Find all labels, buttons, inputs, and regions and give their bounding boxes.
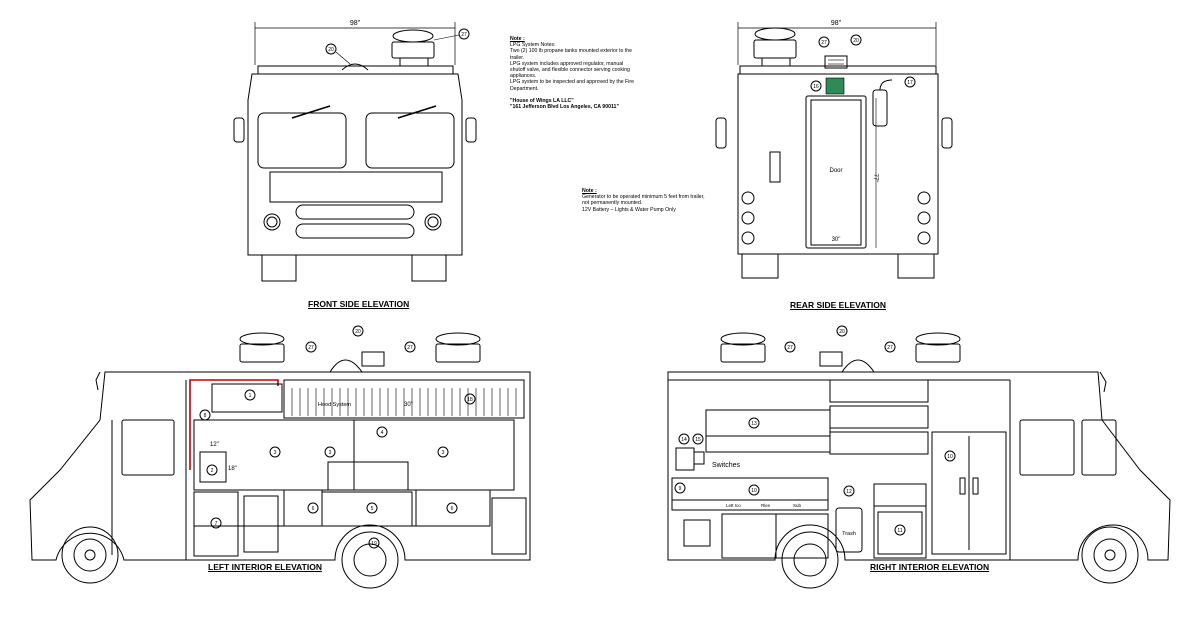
switch-a-label: Lett Ico <box>726 503 741 508</box>
callout: 1 <box>249 393 252 399</box>
callout: 27 <box>407 345 413 351</box>
lpg-note-line: LPG system includes approved regulator, … <box>510 60 624 67</box>
callout: 8 <box>204 413 207 419</box>
callout: 14 <box>681 437 687 443</box>
front-width-dim: 98" <box>350 20 361 27</box>
callout: 17 <box>907 80 913 86</box>
lpg-note-title: Note : <box>510 36 525 42</box>
owner-name: "House of Wings LA LLC" <box>510 97 574 104</box>
callout: 27 <box>887 345 893 351</box>
lpg-note-line: trailer. <box>510 54 525 61</box>
lpg-note-line: appliances. <box>510 73 537 80</box>
callout: 3 <box>329 450 332 456</box>
right-elevation-title: RIGHT INTERIOR ELEVATION <box>870 562 990 572</box>
lpg-note-line: Department. <box>510 85 539 92</box>
callout: 11 <box>897 528 902 534</box>
callout: 13 <box>751 421 757 427</box>
callout: 2 <box>211 468 214 474</box>
callout: 3 <box>274 450 277 456</box>
lpg-note-line: LPG System Notes: <box>510 42 556 49</box>
callout: 10 <box>947 454 953 460</box>
rear-width-dim: 98" <box>831 20 842 27</box>
callout: 20 <box>853 38 859 44</box>
callout: 5 <box>371 506 374 512</box>
right-interior-elevation: Switches Lett Ico Rles Sub Trash 27 20 2… <box>667 325 1171 589</box>
owner-address: "161 Jefferson Blvd Los Angeles, CA 9001… <box>510 104 619 111</box>
lpg-note-line: Two (2) 100 lb propane tanks mounted ext… <box>510 48 632 55</box>
rear-elevation: 98" Door 30" 77" 27 20 <box>715 20 953 279</box>
callout: 12 <box>846 489 852 495</box>
rear-elevation-title: REAR SIDE ELEVATION <box>790 300 887 310</box>
callout: 4 <box>381 430 384 436</box>
left-width-b: 30" <box>404 402 413 408</box>
callout: 27 <box>308 345 314 351</box>
hood-label: Hood System <box>318 402 351 408</box>
callout: 6 <box>451 506 454 512</box>
callout: 7 <box>215 521 218 527</box>
generator-note-line: 12V Battery – Lights & Water Pump Only <box>582 206 676 213</box>
switches-label: Switches <box>712 462 741 469</box>
left-interior-elevation: Hood System 12" 18" 30" 27 20 27 8 1 18 … <box>29 325 531 589</box>
generator-note-line: not permanently mounted. <box>582 200 643 207</box>
lpg-note-line: shutoff valve, and flexible connector se… <box>510 67 630 74</box>
callout: 10 <box>751 488 757 494</box>
door-height-dim: 77" <box>872 174 878 183</box>
callout: 20 <box>355 329 361 335</box>
switch-b-label: Rles <box>761 503 771 508</box>
lpg-note: Note : LPG System Notes: Two (2) 100 lb … <box>510 36 660 110</box>
front-elevation: 98" 20 27 <box>233 20 477 282</box>
door-width-dim: 30" <box>832 237 841 243</box>
front-elevation-title: FRONT SIDE ELEVATION <box>308 299 410 309</box>
lpg-note-line: LPG system to be inspected and approved … <box>510 79 634 86</box>
generator-note-line: Generator to be operated minimum 5 feet … <box>582 194 705 201</box>
callout: 16 <box>813 84 819 90</box>
callout: 20 <box>839 329 845 335</box>
callout: 19 <box>371 541 377 547</box>
left-elevation-title: LEFT INTERIOR ELEVATION <box>208 562 322 572</box>
left-height-a: 18" <box>228 466 237 472</box>
callout: 9 <box>679 486 682 492</box>
switch-c-label: Sub <box>793 503 802 508</box>
callout: 27 <box>787 345 793 351</box>
trash-label: Trash <box>842 531 856 537</box>
callout: 18 <box>467 397 473 403</box>
callout: 27 <box>461 32 467 38</box>
generator-note-title: Note : <box>582 188 597 194</box>
callout: 20 <box>328 47 334 53</box>
left-width-a: 12" <box>210 442 219 448</box>
callout: 15 <box>695 437 701 443</box>
callout: 27 <box>821 40 827 46</box>
callout: 3 <box>442 450 445 456</box>
door-label: Door <box>829 168 842 174</box>
generator-note: Note : Generator to be operated minimum … <box>582 188 712 213</box>
callout: 6 <box>312 506 315 512</box>
